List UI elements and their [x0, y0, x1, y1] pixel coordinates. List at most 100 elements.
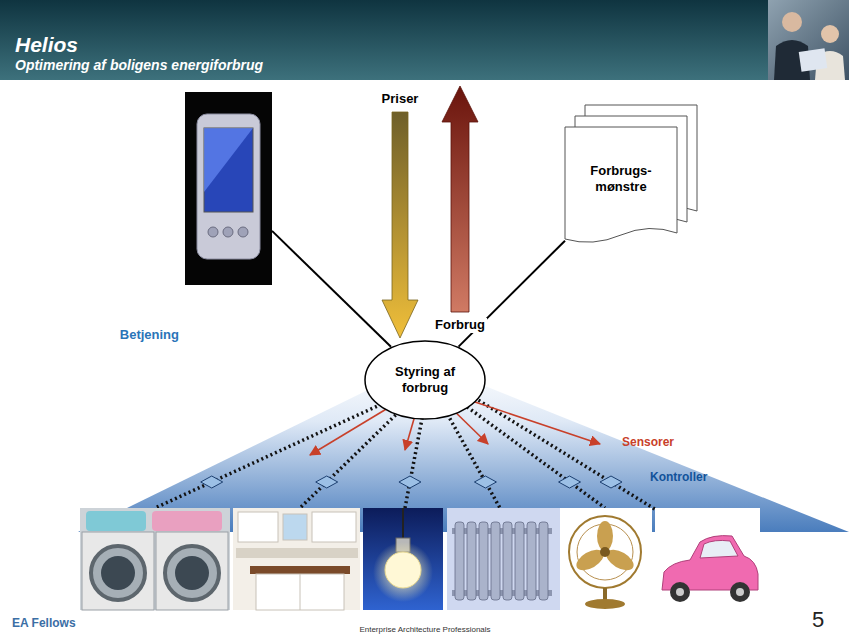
- header-photo: [768, 0, 849, 80]
- light-bulb-picture: [402, 508, 404, 540]
- fan-picture: [560, 508, 652, 610]
- controller-label: Kontroller: [650, 471, 707, 485]
- fan-picture: [597, 521, 613, 551]
- device-button: [238, 227, 248, 237]
- header-band: [0, 0, 849, 80]
- kitchen-picture: [238, 512, 278, 542]
- kitchen-picture: [300, 574, 301, 610]
- consumption-arrow: [442, 86, 478, 312]
- fan-picture: [585, 599, 625, 609]
- sensor-arrow: [466, 399, 600, 444]
- radiator-picture: [527, 522, 536, 600]
- control-ellipse-shape: [365, 341, 485, 419]
- kitchen-picture: [312, 512, 356, 542]
- header-photo: [768, 0, 849, 80]
- washing-machines-picture: [165, 546, 219, 600]
- device-body: [197, 114, 260, 259]
- radiator-picture: [455, 522, 464, 600]
- electric-car-picture: [655, 508, 760, 610]
- node-label: Betjening: [103, 327, 179, 343]
- light-bulb-picture: [385, 552, 421, 588]
- kitchen-picture: [233, 508, 360, 610]
- price-arrow: [382, 112, 418, 338]
- flow-label: Priser: [382, 92, 419, 107]
- electric-car-picture: [655, 508, 760, 610]
- light-bulb-picture: [363, 508, 443, 610]
- sensor-arrow: [310, 402, 398, 455]
- control-wire: [440, 401, 500, 508]
- control-wire: [455, 398, 605, 508]
- device-button: [208, 227, 218, 237]
- controller-diamond: [559, 476, 581, 488]
- controller-diamond: [399, 476, 421, 488]
- document-page: [565, 127, 677, 242]
- sensor-label: Sensorer: [622, 436, 674, 450]
- radiator-picture: [503, 522, 512, 600]
- washing-machines-picture: [175, 556, 209, 590]
- kitchen-picture: [256, 574, 344, 610]
- node-label: Styring af forbrug: [383, 364, 467, 395]
- controller-diamond: [201, 476, 223, 488]
- washing-machines-picture: [86, 511, 146, 531]
- subtitle: Optimering af boligens energiforbrug: [15, 57, 263, 73]
- electric-car-picture: [700, 540, 738, 558]
- footer-tagline: Enterprise Architecture Professionals: [359, 625, 490, 634]
- control-device-outline: [185, 92, 272, 285]
- node-text-holder: Betjening: [103, 327, 179, 343]
- electric-car-picture: [736, 588, 744, 596]
- header-photo: [799, 48, 828, 71]
- light-bulb-picture: [363, 508, 443, 610]
- washing-machines-picture: [91, 546, 145, 600]
- radiator-picture: [491, 522, 500, 600]
- electric-car-picture: [730, 582, 750, 602]
- document-stack: Forbrugs- mønstre: [565, 105, 697, 245]
- device-screen-glare: [204, 128, 253, 192]
- fan-picture: [569, 516, 641, 588]
- controller-diamond: [600, 476, 622, 488]
- header-photo: [782, 12, 802, 32]
- washing-machines-picture: [152, 511, 222, 531]
- washing-machines-picture: [82, 532, 154, 610]
- price-arrow: [382, 112, 418, 338]
- radiator-picture: [539, 522, 548, 600]
- kitchen-picture: [236, 548, 358, 558]
- controller-diamond: [474, 476, 496, 488]
- electric-car-picture: [670, 582, 690, 602]
- kitchen-picture: [233, 508, 360, 610]
- radiator-picture: [447, 508, 560, 610]
- kitchen-picture: [250, 566, 350, 574]
- footer-brand: EA Fellows: [12, 617, 76, 631]
- light-bulb-picture: [373, 542, 433, 602]
- control-device: Betjening: [185, 92, 272, 285]
- washing-machines-picture: [80, 508, 230, 610]
- washing-machines-picture: [156, 532, 228, 610]
- slide-title: Helios: [15, 33, 78, 57]
- connector-line: [272, 231, 391, 347]
- control-wire: [155, 398, 395, 508]
- fan-picture: [600, 547, 610, 557]
- node-text-holder: Styring af forbrug: [364, 340, 486, 420]
- header-photo: [821, 25, 839, 43]
- radiator-picture: [479, 522, 488, 600]
- electric-car-picture: [676, 588, 684, 596]
- device-backdrop: [185, 92, 272, 285]
- radiator-picture: [447, 508, 560, 610]
- kitchen-picture: [283, 514, 307, 540]
- node-text-holder: Forbrugs- mønstre: [565, 127, 677, 231]
- radiator-picture: [455, 522, 548, 600]
- radiator-picture: [467, 522, 476, 600]
- flow-label: Forbrug: [433, 318, 487, 333]
- header-band: [0, 0, 849, 80]
- washing-machines-picture: [80, 508, 230, 610]
- washing-machines-picture: [101, 556, 135, 590]
- node-label: Forbrugs- mønstre: [580, 163, 662, 194]
- fan-picture: [560, 508, 652, 610]
- control-wire: [300, 401, 410, 508]
- consumption-arrow: [442, 86, 478, 312]
- control-ellipse: Styring af forbrug: [364, 340, 486, 420]
- controller-diamond: [316, 476, 338, 488]
- page-number: 5: [812, 607, 824, 632]
